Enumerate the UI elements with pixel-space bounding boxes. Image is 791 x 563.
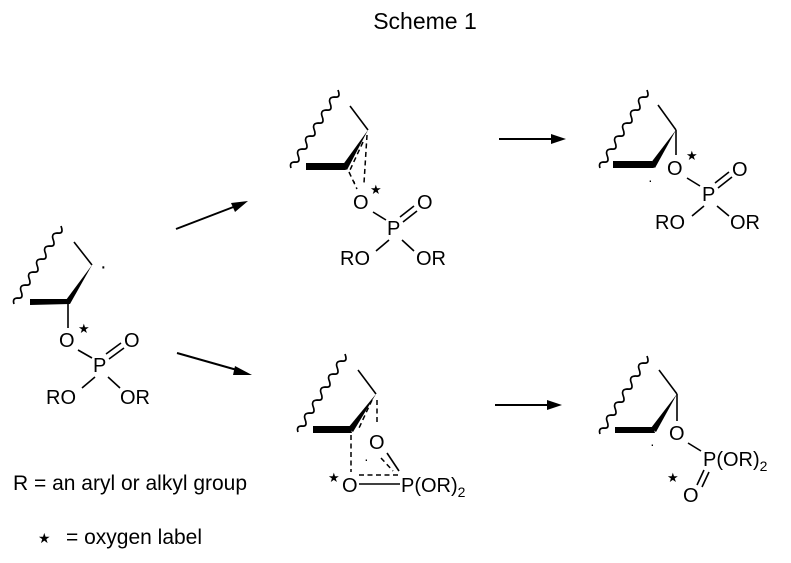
- atom-p: P: [702, 184, 715, 206]
- radical-dot: ·: [100, 256, 107, 278]
- arrow-top-intermediate-to-product: [499, 134, 566, 144]
- atom-o-oxo: O: [417, 192, 433, 214]
- o-p-bond: [372, 211, 387, 221]
- atom-p: P: [93, 355, 106, 377]
- oxygen-label-star: ★: [370, 182, 382, 197]
- product-top-structure: · O ★ P O RO OR: [598, 89, 760, 234]
- arrow-reactant-to-top-intermediate: [175, 201, 248, 230]
- radical-dot: ·: [648, 172, 653, 188]
- arrow-bottom-intermediate-to-product: [495, 400, 562, 410]
- bold-bond: [306, 163, 346, 170]
- oxygen-label-star: ★: [328, 470, 340, 485]
- p-o-double-bond-1: [399, 205, 415, 218]
- ring-bond: [658, 369, 678, 395]
- bold-bond: [313, 426, 352, 433]
- group-or: OR: [416, 248, 446, 270]
- wedge-bond: [342, 130, 368, 170]
- reactant-structure: · O ★ P O RO OR: [12, 225, 150, 409]
- subscript-2: 2: [458, 484, 466, 500]
- bold-bond: [615, 427, 655, 433]
- atom-o-ester: O: [353, 192, 369, 214]
- partial-bond: [348, 171, 358, 190]
- group-ro: RO: [340, 248, 370, 270]
- p-or-bond-left: [375, 239, 390, 252]
- wedge-bond: [650, 130, 676, 168]
- oxygen-label-star: ★: [78, 321, 90, 336]
- group-p-or2: P(OR)2: [401, 475, 466, 500]
- ring-bond: [657, 104, 677, 131]
- arrowhead: [231, 201, 248, 212]
- radical-dot: ·: [364, 451, 369, 467]
- p-o-double-bond-1: [105, 342, 122, 355]
- o-p-bond: [686, 177, 701, 187]
- group-ro: RO: [655, 212, 685, 234]
- wavy-bond: [598, 89, 649, 169]
- p-or-bond-left: [691, 205, 705, 217]
- wavy-bond: [289, 89, 340, 169]
- wedge-bond: [348, 394, 376, 432]
- arrowhead: [551, 134, 566, 144]
- bold-bond: [613, 161, 654, 168]
- o-p-bond-upper: [386, 452, 400, 472]
- atom-o-oxo: O: [732, 159, 748, 181]
- bold-bond: [30, 299, 70, 305]
- intermediate-bottom-structure: O · ★ O P(OR)2: [296, 353, 466, 500]
- p-o-double-bond-2: [402, 210, 418, 223]
- legend-r-definition: R = an aryl or alkyl group: [13, 472, 247, 495]
- atom-o-ring: O: [369, 432, 385, 454]
- p-or-bond-right: [716, 205, 730, 217]
- wavy-bond: [598, 355, 649, 435]
- subscript-2: 2: [760, 458, 768, 474]
- p-or-label: P(OR): [401, 475, 458, 497]
- atom-o-oxo: O: [124, 330, 140, 352]
- p-or-bond-left: [81, 376, 96, 389]
- arrowhead: [547, 400, 562, 410]
- legend: R = an aryl or alkyl group ★ = oxygen la…: [13, 472, 247, 549]
- partial-bond: [380, 457, 394, 472]
- p-o-double-bond-1: [714, 171, 730, 184]
- o-p-bond: [687, 442, 702, 452]
- o-p-bond: [77, 349, 93, 359]
- atom-o-oxo-labeled: O: [683, 485, 699, 507]
- ring-bond: [349, 105, 369, 131]
- scheme-title: Scheme 1: [373, 8, 477, 34]
- intermediate-top-structure: · O ★ P O RO OR: [289, 89, 446, 270]
- wedge-bond: [66, 265, 92, 304]
- arrowhead: [233, 366, 252, 375]
- group-or: OR: [120, 387, 150, 409]
- partial-bond: [363, 134, 368, 184]
- p-or-bond-right: [107, 376, 121, 389]
- p-or-label: P(OR): [703, 449, 760, 471]
- radical-dot: ·: [352, 173, 357, 189]
- ring-bond: [73, 241, 93, 266]
- p-o-double-bond-2: [108, 347, 125, 360]
- wavy-bond: [296, 353, 347, 433]
- legend-star-icon: ★: [38, 530, 51, 546]
- p-o-double-bond-1: [696, 469, 705, 486]
- p-o-double-bond-2: [717, 176, 733, 189]
- atom-p: P: [387, 218, 400, 240]
- atom-o-ester: O: [59, 330, 75, 352]
- wavy-bond: [12, 225, 63, 305]
- group-ro: RO: [46, 387, 76, 409]
- arrow-reactant-to-bottom-intermediate: [176, 352, 252, 375]
- oxygen-label-star: ★: [667, 470, 679, 485]
- oxygen-label-star: ★: [686, 148, 698, 163]
- product-bottom-structure: · O P(OR)2 ★ O: [598, 355, 768, 507]
- ring-bond: [357, 369, 377, 395]
- atom-o-labeled: O: [342, 475, 358, 497]
- partial-bond: [358, 399, 373, 429]
- atom-o-ester: O: [669, 423, 685, 445]
- atom-o-ester: O: [667, 158, 683, 180]
- p-o-double-bond-2: [701, 471, 710, 488]
- p-or-bond-right: [401, 239, 415, 252]
- wedge-bond: [651, 394, 677, 432]
- radical-dot: ·: [650, 436, 655, 452]
- partial-bond: [349, 141, 364, 171]
- group-p-or2: P(OR)2: [703, 449, 768, 474]
- group-or: OR: [730, 212, 760, 234]
- legend-star-definition: = oxygen label: [66, 526, 202, 549]
